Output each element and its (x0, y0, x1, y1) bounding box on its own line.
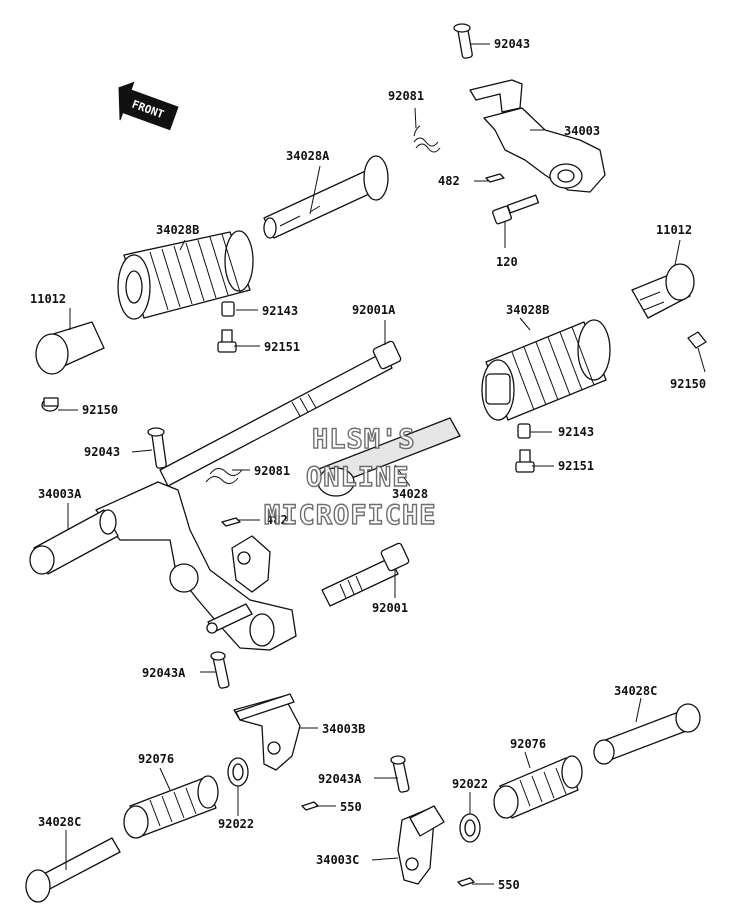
bolt-92001 (321, 542, 410, 607)
cap-11012-left (35, 321, 105, 375)
cotter-550-left (301, 801, 319, 811)
label-34028B-right: 34028B (506, 303, 549, 317)
label-92076-right: 92076 (510, 737, 546, 751)
label-34028B-left: 34028B (156, 223, 199, 237)
watermark-line-1: HLSM'S (312, 424, 416, 455)
watermark: HLSM'S ONLINE MICROFICHE (263, 423, 437, 531)
label-92150-left: 92150 (82, 403, 118, 417)
plug-92150-right (687, 331, 707, 349)
collar-92143-left (221, 301, 235, 317)
pin-92043A-left (210, 651, 230, 689)
leader-lines (58, 43, 706, 885)
label-92022-left: 92022 (218, 817, 254, 831)
label-482-top: 482 (438, 174, 460, 188)
watermark-line-3: MICROFICHE (264, 500, 437, 531)
pin-92043-mid (147, 427, 167, 469)
washer-92022-left (227, 757, 249, 787)
cotter-550-right (457, 877, 475, 887)
washer-92022-right (459, 813, 481, 843)
bolt-120 (492, 194, 540, 225)
footpeg-rubber-34028B-right (481, 319, 611, 421)
cap-11012-right (631, 263, 695, 319)
bolt-92151-right (515, 449, 535, 473)
label-92001: 92001 (372, 601, 408, 615)
pin-92043A-right (390, 755, 410, 793)
label-550-right: 550 (498, 878, 520, 892)
spring-92081-mid (205, 468, 243, 484)
bolt-92151-left (217, 329, 237, 353)
pin-92043-top (453, 23, 473, 59)
label-92143-left: 92143 (262, 304, 298, 318)
bracket-34003C (397, 805, 445, 885)
label-550-left: 550 (340, 800, 362, 814)
peg-34028C-left (25, 837, 121, 903)
collar-92143-right (517, 423, 531, 439)
rubber-92076-left (123, 775, 219, 839)
label-92043-top: 92043 (494, 37, 530, 51)
label-92151-right: 92151 (558, 459, 594, 473)
label-92143-right: 92143 (558, 425, 594, 439)
label-120: 120 (496, 255, 518, 269)
label-92022-right: 92022 (452, 777, 488, 791)
spring-92081-top (413, 125, 441, 153)
label-482-mid: 482 (266, 513, 288, 527)
front-arrow-icon: FRONT (118, 81, 179, 131)
stay-34028 (315, 417, 461, 497)
label-34003B: 34003B (322, 722, 365, 736)
label-34028C-left: 34028C (38, 815, 81, 829)
bolt-92001A (159, 340, 402, 487)
label-92150-right: 92150 (670, 377, 706, 391)
label-92043A-right: 92043A (318, 772, 362, 786)
cotter-482-top (485, 173, 505, 183)
label-34003C: 34003C (316, 853, 359, 867)
label-92081-top: 92081 (388, 89, 424, 103)
label-11012-left: 11012 (30, 292, 66, 306)
label-92043A-left: 92043A (142, 666, 186, 680)
peg-34028C-right (593, 703, 701, 765)
tube-34028A (263, 155, 389, 239)
rubber-92076-right (493, 755, 583, 819)
label-34003A: 34003A (38, 487, 82, 501)
bracket-34003A (29, 481, 297, 651)
part-labels: 92043 92081 34003 482 120 34028A 34028B … (30, 37, 706, 892)
label-92001A: 92001A (352, 303, 396, 317)
label-34028C-right: 34028C (614, 684, 657, 698)
label-34003-top: 34003 (564, 124, 600, 138)
bracket-34003 (469, 79, 606, 193)
label-92081-mid: 92081 (254, 464, 290, 478)
plug-92150-left (41, 397, 59, 412)
label-34028A: 34028A (286, 149, 330, 163)
footpeg-rubber-34028B-left (117, 230, 254, 320)
label-92076-left: 92076 (138, 752, 174, 766)
watermark-line-2: ONLINE (306, 462, 410, 493)
cotter-482-mid (221, 517, 241, 527)
label-34028: 34028 (392, 487, 428, 501)
label-11012-right: 11012 (656, 223, 692, 237)
bracket-34003B (233, 693, 301, 771)
label-92151-left: 92151 (264, 340, 300, 354)
label-92043-mid: 92043 (84, 445, 120, 459)
